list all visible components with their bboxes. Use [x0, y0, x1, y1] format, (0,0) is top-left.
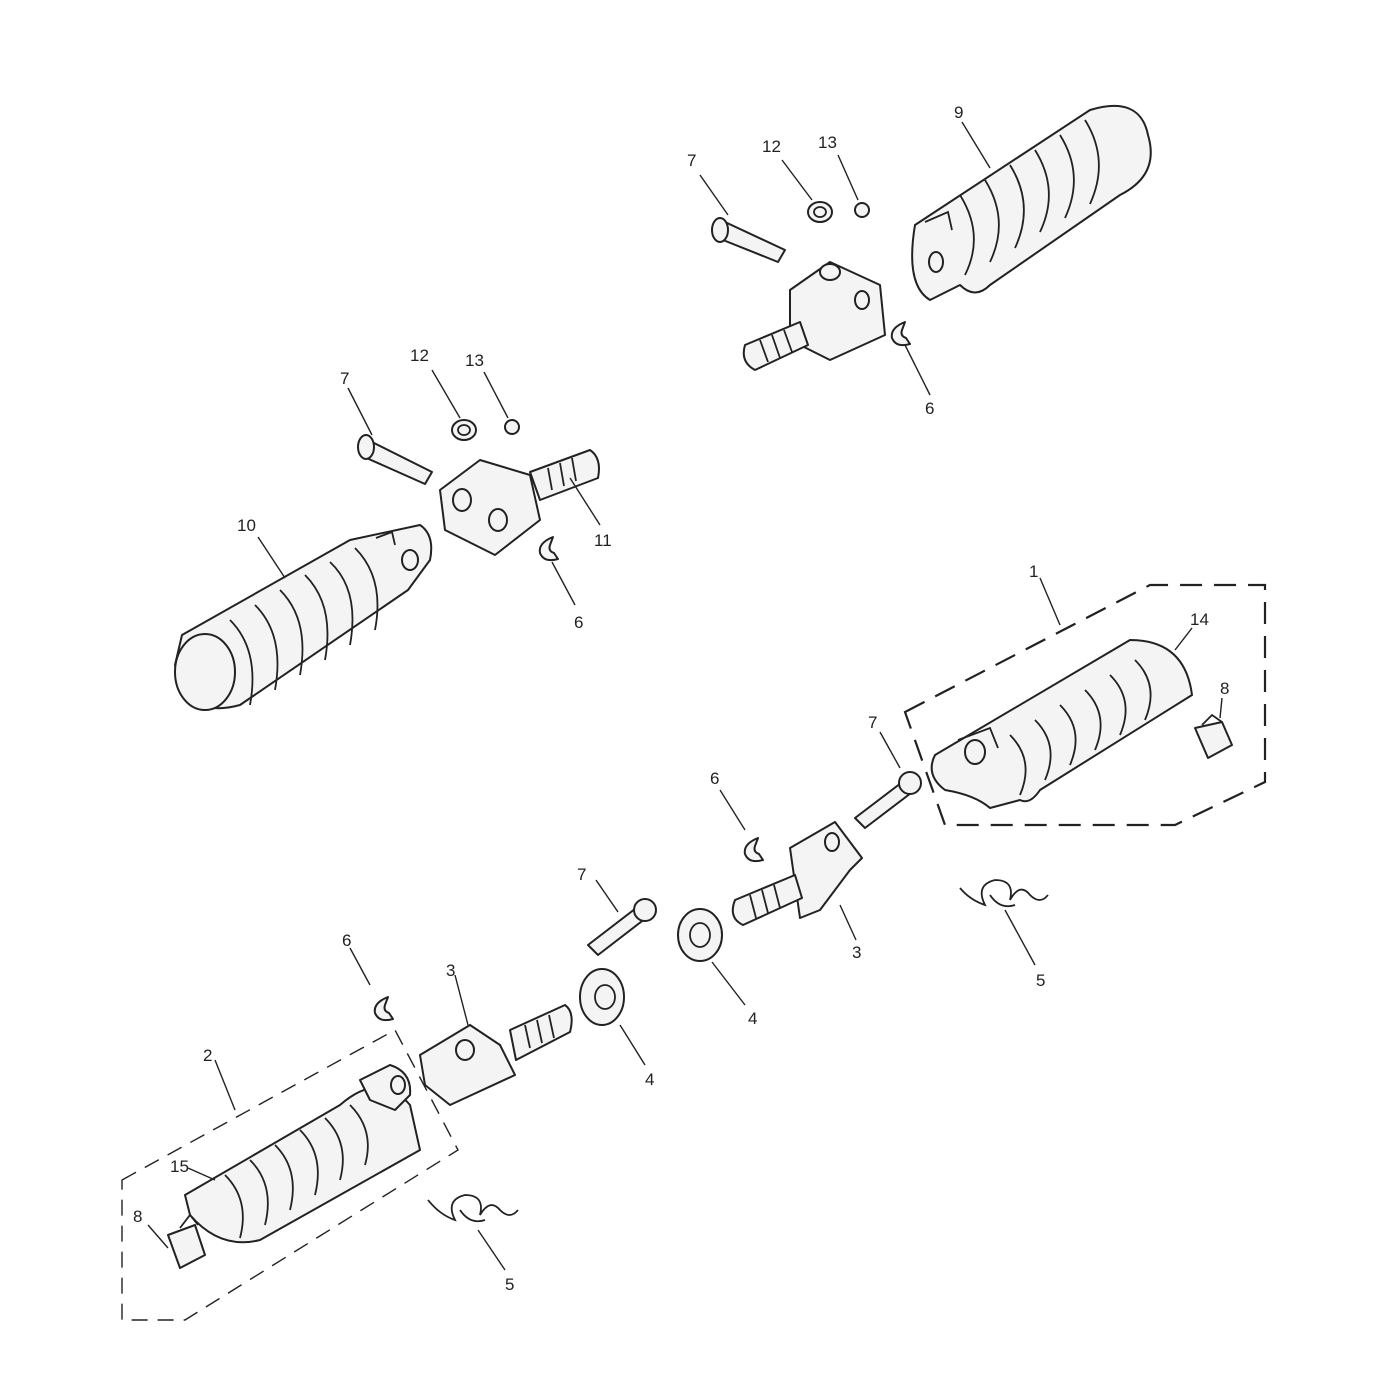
adjuster-bolt-8-right: [1194, 713, 1233, 759]
callout-7-right: 7: [868, 713, 877, 732]
callout-10: 10: [237, 516, 256, 535]
footrest-rubber-9: [911, 104, 1152, 301]
callout-1: 1: [1029, 562, 1038, 581]
callout-15: 15: [170, 1157, 189, 1176]
callout-4-center: 4: [748, 1009, 757, 1028]
callout-13-top: 13: [818, 133, 837, 152]
callout-5-left: 5: [505, 1275, 514, 1294]
footrest-bracket-middle: [439, 449, 600, 556]
torsion-spring-5-left: [427, 1194, 519, 1223]
callout-13-middle: 13: [465, 351, 484, 370]
callout-7-middle: 7: [340, 369, 349, 388]
clevis-pin-7-top: [711, 217, 786, 263]
callout-8-right: 8: [1220, 679, 1229, 698]
adjuster-bolt-8-left: [167, 1213, 206, 1269]
torsion-spring-5-right: [959, 879, 1049, 908]
callout-11: 11: [594, 531, 612, 550]
callout-3-center: 3: [852, 943, 861, 962]
e-clip-6-center: [743, 837, 764, 863]
callout-3-lower: 3: [446, 961, 455, 980]
callout-6-center: 6: [710, 769, 719, 788]
ball-13-top: [854, 202, 870, 218]
footrest-bracket-top-right: [742, 261, 886, 371]
callout-6-lower: 6: [342, 931, 351, 950]
flange-nut-4-center: [677, 908, 723, 962]
footrest-bracket-3-center: [731, 821, 863, 926]
ball-13-middle: [504, 419, 520, 435]
clevis-pin-7-center: [587, 898, 657, 956]
e-clip-6-top: [890, 321, 911, 347]
footrest-bracket-3-lower: [419, 1004, 573, 1106]
callout-14: 14: [1190, 610, 1209, 629]
callout-7-top: 7: [687, 151, 696, 170]
clevis-pin-7-right: [854, 771, 922, 829]
callout-9: 9: [954, 103, 963, 122]
clevis-pin-7-middle: [357, 434, 433, 485]
e-clip-6-middle: [538, 536, 559, 562]
callout-6-middle: 6: [574, 613, 583, 632]
assembly-1-outline: [903, 583, 1267, 827]
flange-nut-4-lower: [579, 968, 625, 1026]
callout-12-middle: 12: [410, 346, 429, 365]
callout-7-center: 7: [577, 865, 586, 884]
callout-2: 2: [203, 1046, 212, 1065]
e-clip-6-lower: [373, 996, 394, 1022]
footrest-rubber-10: [174, 524, 433, 711]
callout-8-left: 8: [133, 1207, 142, 1226]
footrest-rubber-14: [930, 639, 1193, 809]
footrest-rubber-15: [184, 1064, 421, 1244]
callout-4-lower: 4: [645, 1070, 654, 1089]
callout-12-top: 12: [762, 137, 781, 156]
spring-washer-12-top: [807, 201, 833, 223]
callout-6-top: 6: [925, 399, 934, 418]
assembly-2-outline: [121, 1029, 459, 1321]
spring-washer-12-middle: [451, 419, 477, 441]
callout-5-right: 5: [1036, 971, 1045, 990]
